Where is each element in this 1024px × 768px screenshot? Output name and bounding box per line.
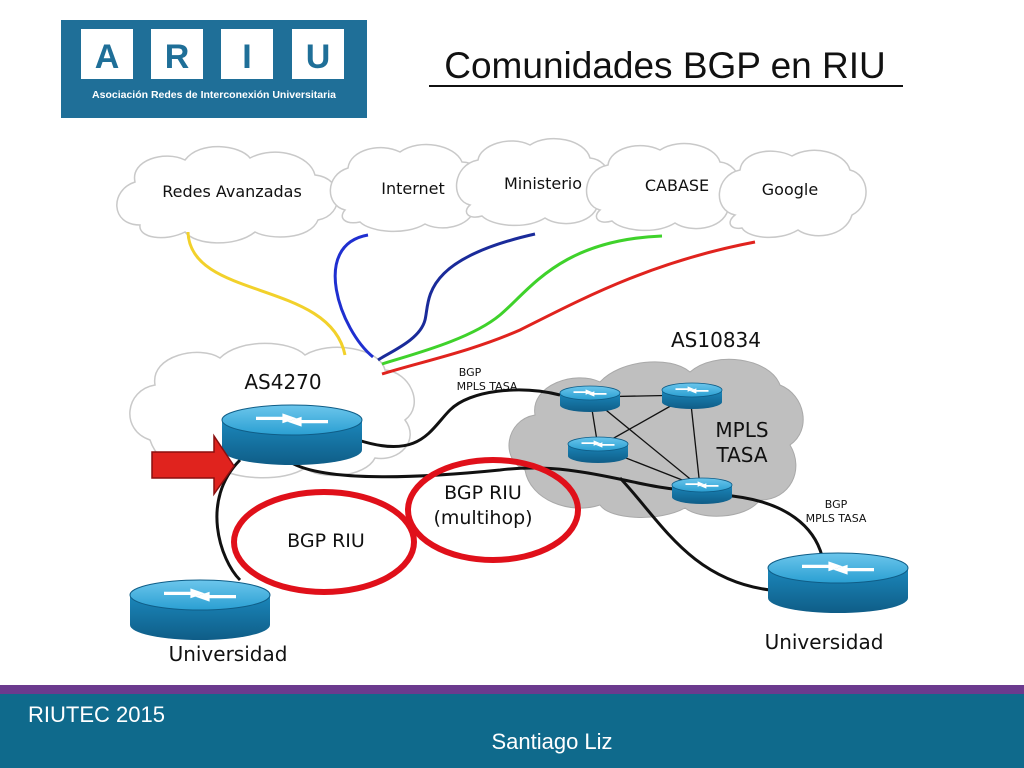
highlight-ring-bgp-riu: [231, 489, 417, 595]
label-bgp-tasa-right-line2: MPLS TASA: [806, 512, 867, 525]
link-mpls-to-universidad-right: [618, 476, 771, 592]
router-as4270: [221, 404, 363, 465]
router-mpls-3: [567, 436, 629, 463]
cloud-label-ministerio: Ministerio: [504, 174, 582, 193]
router-universidad-right: [767, 552, 909, 613]
label-bgp-riu: BGP RIU: [287, 530, 365, 552]
footer-stripe: [0, 685, 1024, 694]
label-universidad-left: Universidad: [169, 642, 288, 666]
logo-letter-a: A: [95, 38, 120, 76]
cloud-label-cabase: CABASE: [645, 176, 709, 195]
mpls-label-line1: MPLS: [715, 418, 768, 442]
logo-subtitle: Asociación Redes de Interconexión Univer…: [92, 89, 336, 101]
link-redes-avanzadas: [186, 231, 347, 356]
slide-title: Comunidades BGP en RIU: [444, 45, 886, 86]
router-mpls-1: [559, 385, 621, 412]
mpls-label-line2: TASA: [715, 443, 767, 467]
link-cabase: [381, 234, 663, 366]
pointer-arrow: [151, 433, 235, 497]
router-mpls-2: [661, 382, 723, 409]
label-bgp-tasa-top-line2: MPLS TASA: [457, 380, 518, 393]
as10834-label: AS10834: [671, 328, 761, 352]
highlight-ring-bgp-riu-multihop: [405, 457, 581, 563]
label-bgp-tasa-top-line1: BGP: [459, 366, 482, 379]
footer-event: RIUTEC 2015: [28, 702, 165, 727]
link-ministerio: [377, 232, 536, 362]
label-universidad-right: Universidad: [765, 630, 884, 654]
label-bgp-riu-multihop-line1: BGP RIU: [444, 482, 522, 504]
logo-letter-r: R: [165, 38, 190, 76]
link-google: [381, 240, 756, 376]
footer-bar: [0, 694, 1024, 768]
footer-author: Santiago Liz: [491, 729, 612, 754]
ariu-logo: A R I U Asociación Redes de Interconexió…: [61, 20, 367, 118]
router-mpls-4: [671, 477, 733, 504]
cloud-redes-avanzadas: [116, 145, 339, 244]
cloud-label-internet: Internet: [381, 179, 445, 198]
link-as4270-to-as10834: [357, 388, 561, 449]
cloud-label-google: Google: [762, 180, 818, 199]
logo-letter-i: I: [242, 38, 251, 76]
as4270-label: AS4270: [244, 370, 321, 394]
link-as4270-multihop: [289, 460, 691, 492]
logo-letter-u: U: [306, 38, 331, 76]
link-mpls-router-to-universidad-right: [721, 493, 824, 557]
router-universidad-left: [129, 579, 271, 640]
label-bgp-tasa-right-line1: BGP: [825, 498, 848, 511]
cloud-label-redes-avanzadas: Redes Avanzadas: [162, 182, 302, 201]
label-bgp-riu-multihop-line2: (multihop): [433, 507, 532, 529]
cloud-google: [718, 149, 867, 239]
link-internet: [333, 233, 374, 359]
